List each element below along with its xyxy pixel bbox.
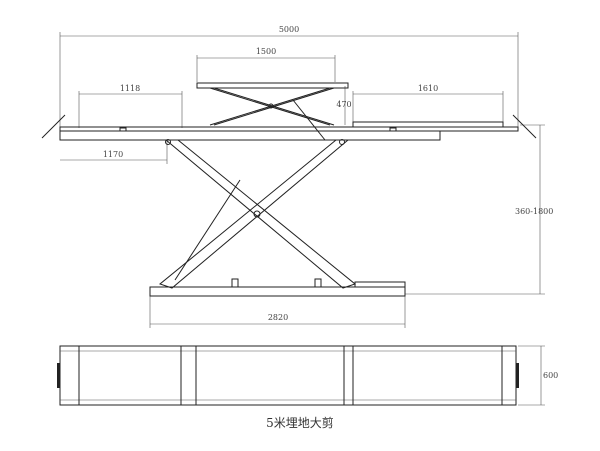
dim-left-extension: 1118 (78, 84, 183, 128)
dim-label-470: 470 (336, 100, 351, 109)
dim-width: 600 (518, 345, 558, 406)
dim-label-5000: 5000 (279, 25, 299, 34)
base (149, 278, 406, 297)
dim-label-1118: 1118 (120, 84, 140, 93)
dim-lift-height: 360-1800 (405, 124, 553, 295)
upper-platform (196, 82, 349, 141)
dim-label-600: 600 (543, 371, 558, 380)
dim-upper-platform: 1500 (196, 47, 336, 82)
runway (41, 114, 537, 141)
dim-label-360-1800: 360-1800 (515, 207, 553, 216)
dim-label-1500: 1500 (256, 47, 276, 56)
main-scissor (158, 139, 357, 289)
dim-label-1610: 1610 (418, 84, 438, 93)
dim-right-extension: 1610 (352, 84, 504, 125)
drawing-caption: 5米埋地大剪 (266, 416, 334, 430)
dim-upper-lift: 470 (336, 86, 352, 125)
plan-view (57, 345, 519, 406)
dim-left-offset: 1170 (60, 140, 168, 164)
dim-overall-length: 5000 (59, 25, 519, 128)
dim-base-length: 2820 (149, 296, 406, 328)
dim-label-2820: 2820 (268, 313, 288, 322)
dim-label-1170: 1170 (103, 150, 123, 159)
